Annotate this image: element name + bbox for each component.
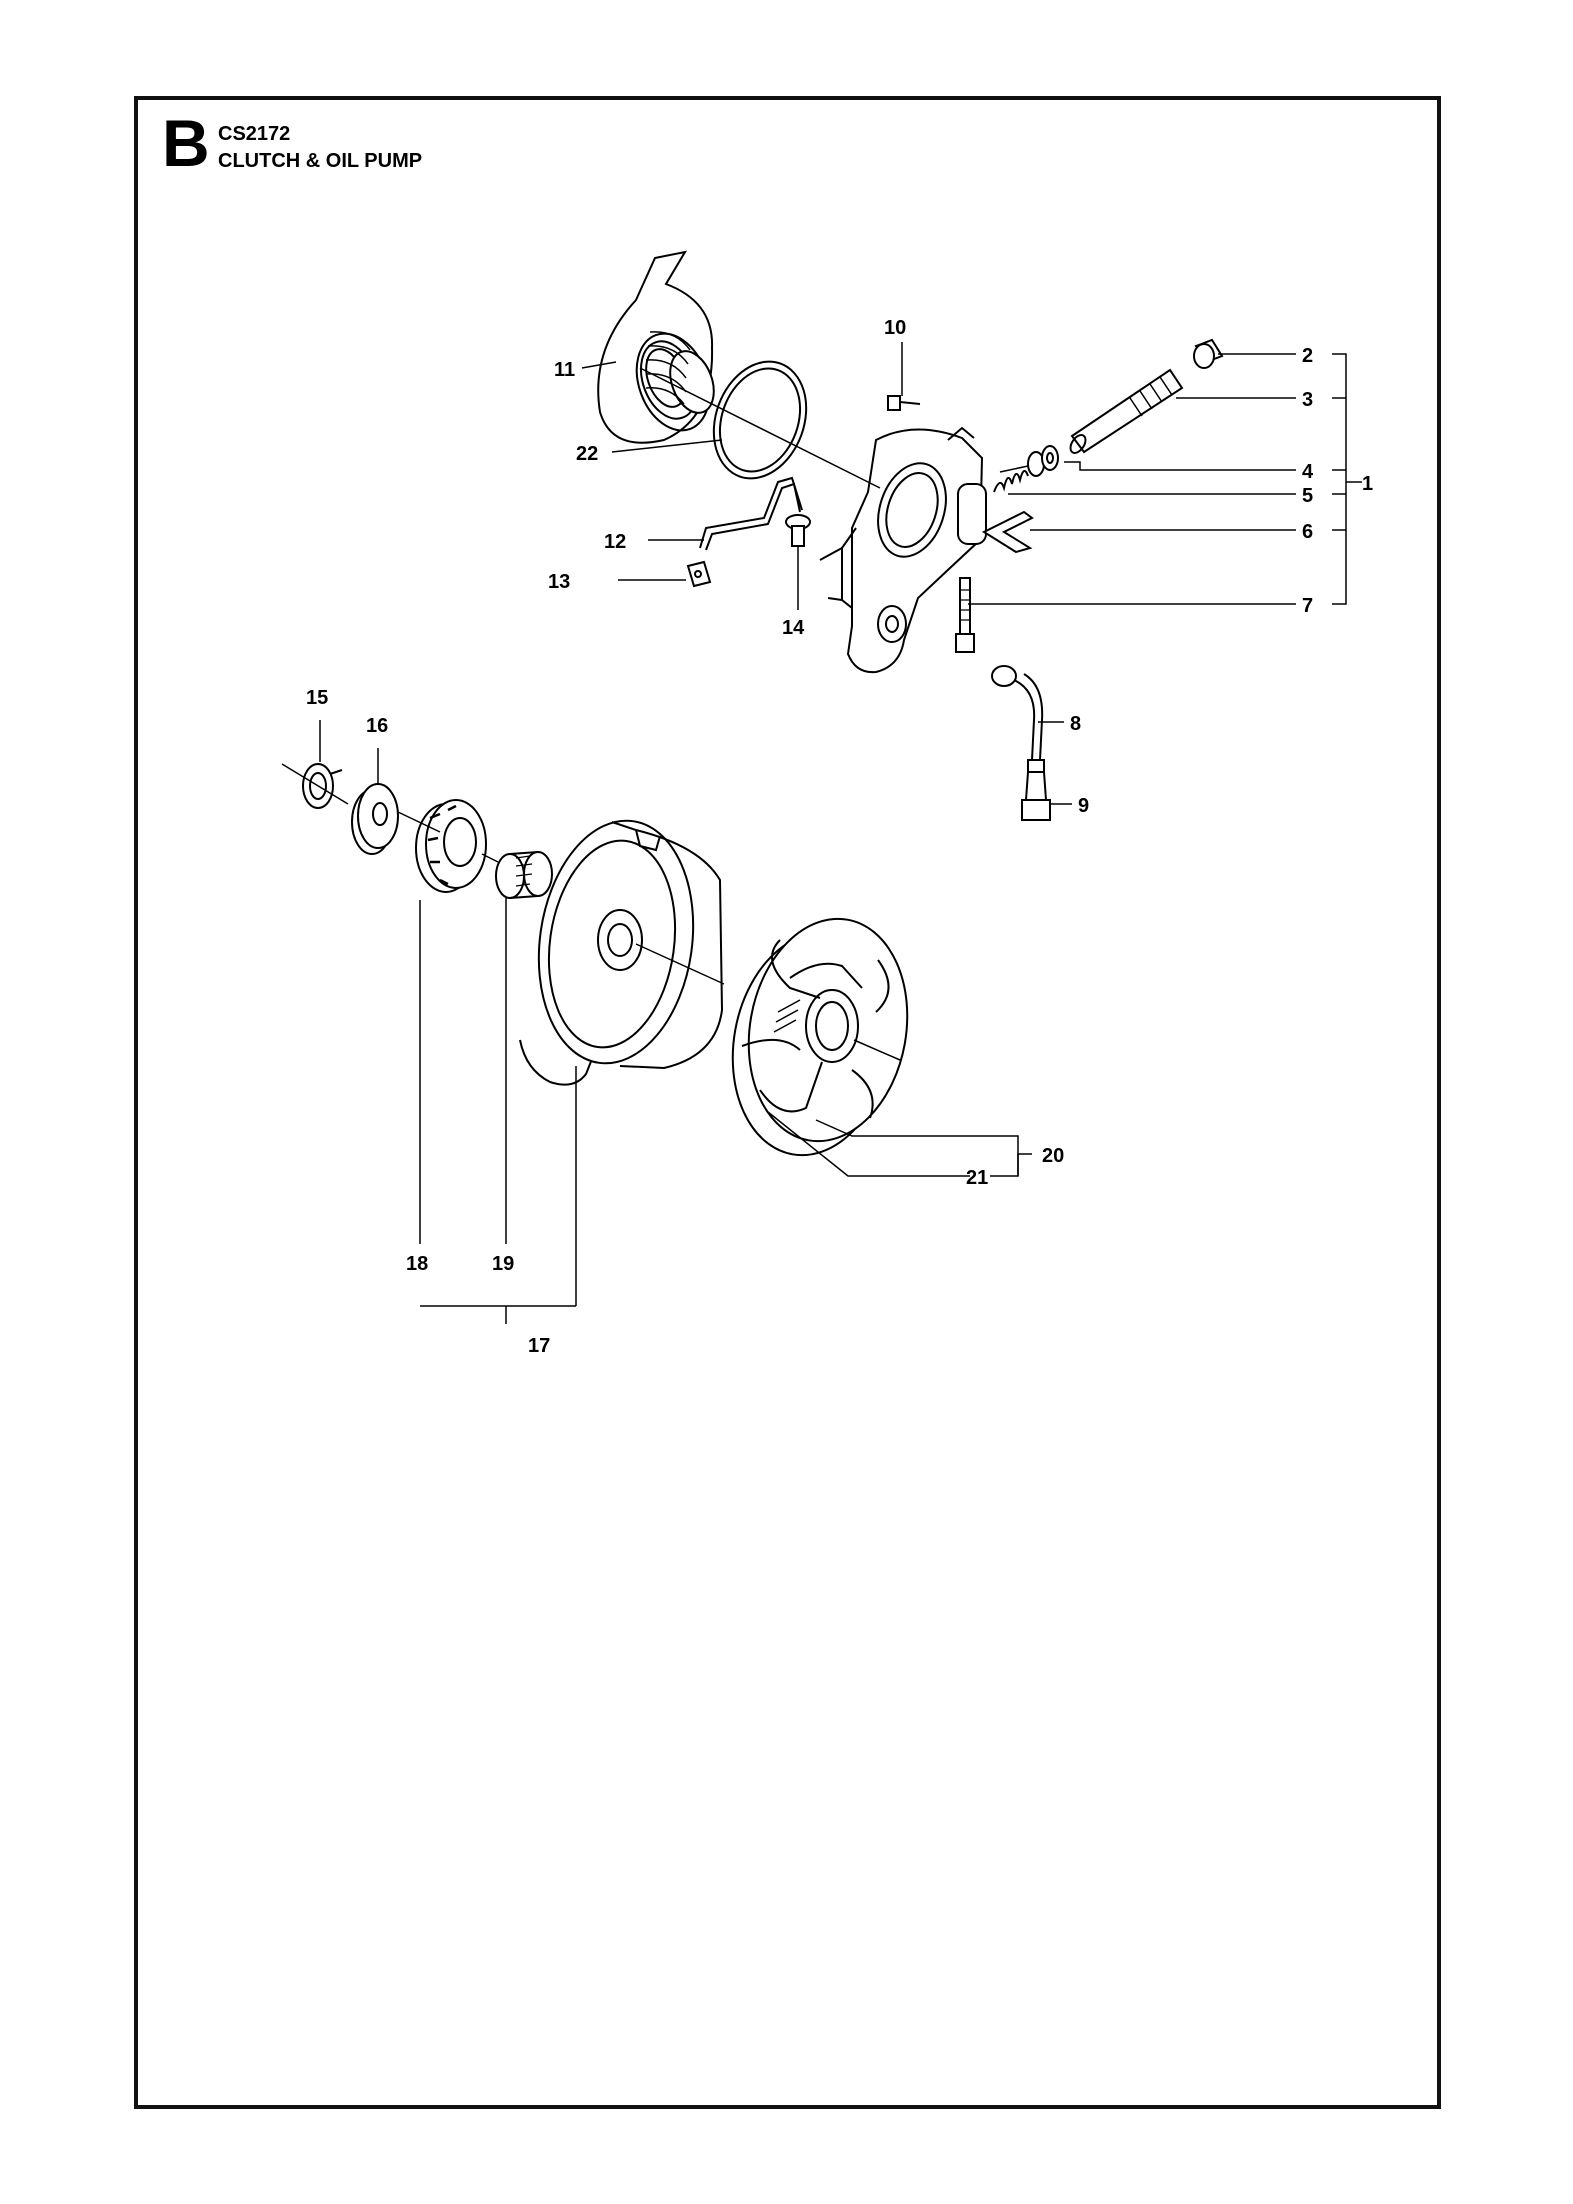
part-12-pipe [699,476,803,551]
callout-19: 19 [492,1253,514,1275]
page-frame [134,96,1441,2109]
callout-3: 3 [1302,389,1313,411]
part-18-rim-sprocket [415,799,487,893]
callout-8: 8 [1070,713,1081,735]
callout-1: 1 [1362,473,1373,495]
part-2-cap [1193,338,1224,369]
section-letter: B [162,106,210,180]
callout-13: 13 [548,571,570,593]
part-14-plug [785,514,811,547]
callout-18: 18 [406,1253,428,1275]
part-22-gasket [712,360,808,480]
part-8-oil-hose [991,665,1045,773]
part-17-clutch-drum [519,819,724,1086]
part-7-adjust-screw [955,577,975,653]
leader-lines [319,342,1362,1324]
callout-12: 12 [604,531,626,553]
part-19-needle-bearing [495,851,553,899]
callout-7: 7 [1302,595,1313,617]
callout-2: 2 [1302,345,1313,367]
part-15-circlip [302,763,343,809]
model-number: CS2172 [218,123,291,145]
callout-22: 22 [576,443,598,465]
part-3-plunger [1069,368,1184,454]
part-11-oil-pump-worm [597,250,715,444]
callout-11: 11 [554,359,575,381]
part-16-washer [351,783,399,855]
part-5-spring [993,469,1029,493]
part-20-clutch-shoes [731,917,909,1157]
callout-10: 10 [884,317,906,339]
diagram-title: CLUTCH & OIL PUMP [218,150,423,172]
part-9-oil-filter [1021,771,1051,821]
callout-17: 17 [528,1335,550,1357]
callout-15: 15 [306,687,328,709]
callout-16: 16 [366,715,388,737]
callout-14: 14 [782,617,805,639]
callout-21: 21 [966,1167,988,1189]
part-10-screw [887,395,921,411]
alignment-lines [281,367,1029,1061]
callout-6: 6 [1302,521,1313,543]
oil-pump-housing [819,426,987,674]
callout-9: 9 [1078,795,1089,817]
part-6-clip [981,510,1034,554]
callout-5: 5 [1302,485,1313,507]
part-21-clutch-spring [773,999,801,1033]
callout-20: 20 [1042,1145,1064,1167]
callout-4: 4 [1302,461,1314,483]
part-13-nut [686,560,712,588]
part-4-washers [1027,445,1059,477]
